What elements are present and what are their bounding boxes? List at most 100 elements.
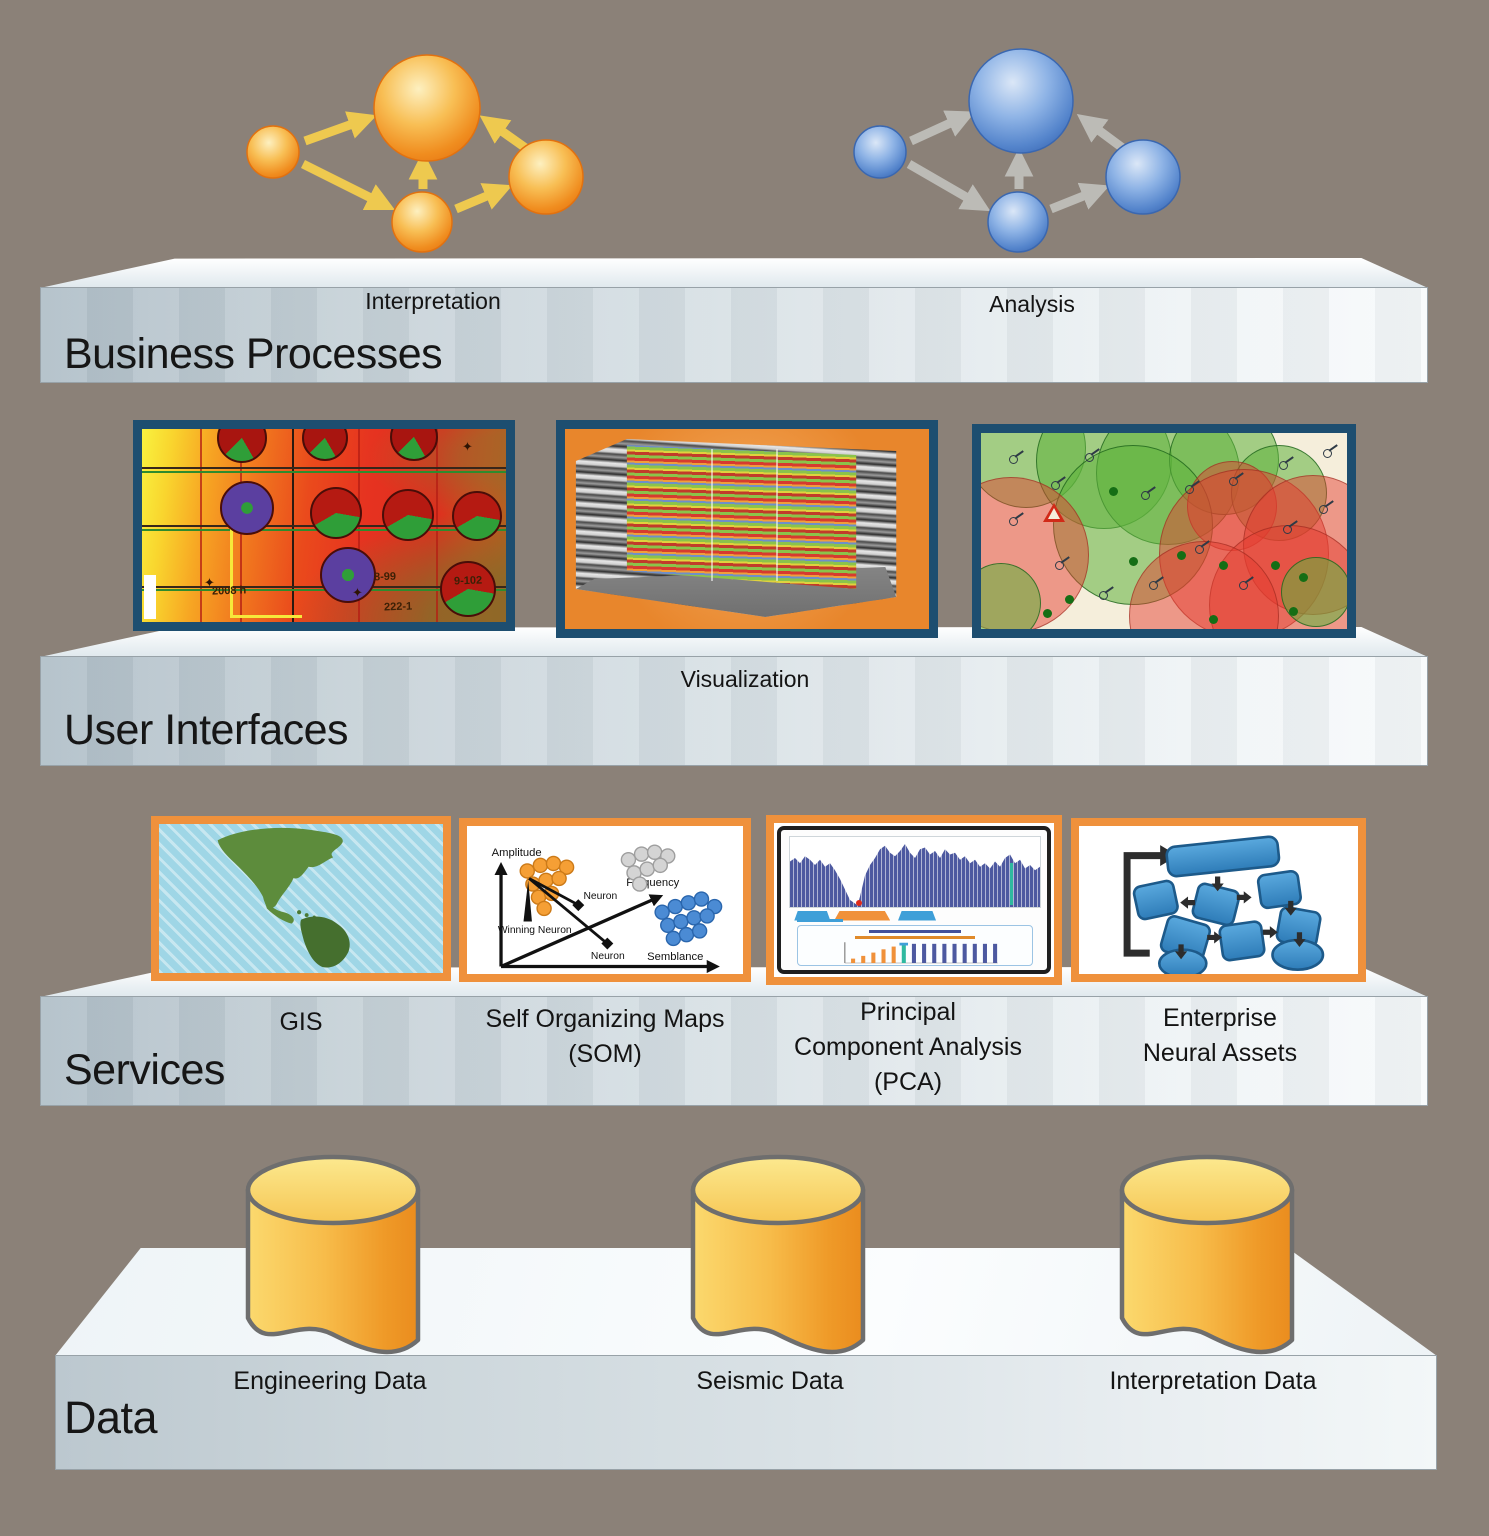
well-symbol	[1099, 591, 1108, 600]
tab-blue-left	[794, 910, 831, 921]
gray-neuron-cluster	[620, 844, 676, 892]
heatmap-surface: ✦ ✦ ✦ 2008 h 8-99 222-1 9-102	[142, 429, 506, 622]
pca-service-image	[766, 815, 1062, 985]
bubble	[1281, 557, 1347, 627]
engineering-data-label: Engineering Data	[233, 1367, 427, 1395]
toolbar-link	[796, 918, 843, 922]
histogram-hairlines	[789, 836, 1040, 907]
seismic-classified-section	[626, 445, 857, 589]
winning-neuron-label: Winning Neuron	[498, 925, 572, 936]
well-pie	[310, 487, 362, 539]
user-interfaces-slab	[40, 656, 1428, 766]
blue-neuron-cluster	[654, 891, 723, 947]
well-symbol	[1239, 581, 1248, 590]
eigenvalue-histogram	[788, 835, 1041, 908]
cumulative-eigenvalue-bars	[844, 942, 998, 964]
gis-map	[159, 824, 443, 973]
som-label-line2: (SOM)	[568, 1040, 642, 1068]
visualization-label: Visualization	[680, 666, 810, 692]
continents	[217, 827, 350, 968]
neuron-label-upper: Neuron	[583, 891, 617, 902]
winning-neuron-pointer	[523, 880, 532, 922]
well-dot	[1177, 551, 1186, 560]
production-bubble-map	[981, 433, 1347, 629]
seismic-visualization-image	[556, 420, 938, 638]
neuron-diamond	[572, 899, 585, 912]
lease-boundary-line	[230, 487, 233, 617]
well-symbol	[1051, 481, 1060, 490]
well-pie	[220, 481, 274, 535]
well-symbol	[1141, 491, 1150, 500]
interpretation-network-diagram	[246, 54, 584, 253]
well-symbol	[1323, 449, 1332, 458]
heatmap-annotation: 9-102	[453, 574, 483, 588]
well-dot	[1299, 573, 1308, 582]
minimum-marker	[856, 899, 863, 906]
som-diagram: Amplitude Semblance Frequency Neuron N	[467, 826, 743, 974]
well-marker: ✦	[462, 439, 473, 454]
well-pie	[440, 561, 496, 617]
connector-arrows	[1174, 876, 1306, 960]
interpretation-data-label: Interpretation Data	[1109, 1367, 1317, 1395]
selected-bin-highlight	[1009, 863, 1013, 906]
well-pie	[452, 491, 502, 541]
south-america	[300, 916, 350, 968]
well-symbol	[1009, 517, 1018, 526]
well-dot	[1065, 595, 1074, 604]
services-title: Services	[64, 1046, 225, 1094]
panel-title-line	[868, 930, 961, 934]
tab-orange-active	[834, 910, 891, 921]
well-symbol	[1319, 505, 1328, 514]
heatmap-annotation: 8-99	[373, 570, 397, 584]
well-pie	[382, 489, 434, 541]
grid-line	[142, 467, 506, 469]
business-processes-slab-top	[40, 258, 1428, 288]
central-america	[263, 897, 294, 924]
well-symbol	[1185, 485, 1194, 494]
business-processes-slab	[40, 287, 1428, 383]
ena-label-line2: Neural Assets	[1142, 1039, 1298, 1067]
seismic-cube	[565, 429, 929, 629]
data-title: Data	[64, 1392, 158, 1443]
well-symbol	[1055, 561, 1064, 570]
orange-network-nodes	[246, 54, 584, 253]
som-axes	[494, 861, 720, 974]
well-dot	[1043, 609, 1052, 618]
well-dot	[1271, 561, 1280, 570]
tab-blue-right	[898, 910, 937, 921]
neuron-label-lower: Neuron	[591, 951, 625, 962]
bubble-map-visualization-image	[972, 424, 1356, 638]
amplitude-axis-label: Amplitude	[492, 847, 542, 859]
heatmap-visualization-image: ✦ ✦ ✦ 2008 h 8-99 222-1 9-102	[133, 420, 515, 631]
well-marker: ✦	[204, 575, 215, 590]
panel-subtitle-line	[854, 936, 975, 939]
pca-application-window	[777, 826, 1051, 974]
well-symbol	[1283, 525, 1292, 534]
section-divider	[776, 449, 779, 581]
well-symbol	[1195, 545, 1204, 554]
island	[304, 913, 309, 917]
island	[297, 910, 302, 915]
well-dot	[1209, 615, 1218, 624]
seismic-data-label: Seismic Data	[696, 1367, 844, 1395]
well-pie	[320, 547, 376, 603]
triangle-marker	[1043, 503, 1065, 522]
lease-boundary-line	[230, 615, 302, 618]
well-dot	[1109, 487, 1118, 496]
pca-label-line3: (PCA)	[873, 1068, 943, 1096]
interpretation-database-cylinder	[1119, 1154, 1295, 1355]
interpretation-label: Interpretation	[365, 288, 501, 314]
pca-label-line2: Component Analysis	[794, 1033, 1022, 1061]
yellow-arrows	[300, 111, 530, 214]
seismic-database-cylinder	[690, 1154, 866, 1355]
analysis-network-diagram	[853, 48, 1181, 253]
blue-network-nodes	[853, 48, 1181, 253]
well-symbol	[1085, 453, 1094, 462]
engineering-database-cylinder	[245, 1154, 421, 1355]
well-dot	[1289, 607, 1298, 616]
well-symbol	[1229, 477, 1238, 486]
neural-assets-flowchart	[1079, 826, 1358, 974]
business-processes-title: Business Processes	[64, 330, 443, 378]
user-interfaces-title: User Interfaces	[64, 706, 349, 754]
pca-label-line1: Principal	[860, 998, 956, 1026]
